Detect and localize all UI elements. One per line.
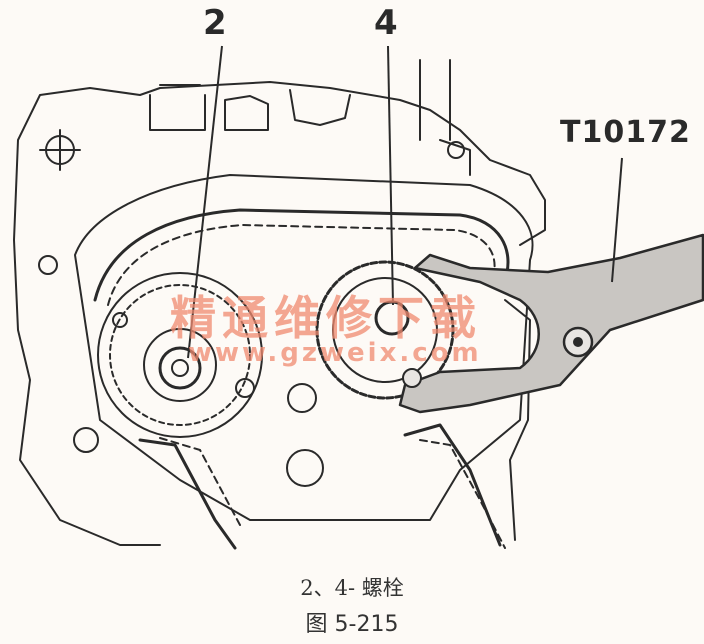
timing-chain-lower-left-inner (159, 437, 241, 526)
left-bolt (38, 255, 58, 275)
cover-hole-2 (286, 449, 324, 487)
timing-chain-lower-right (403, 423, 502, 547)
bolt-2 (158, 346, 202, 390)
tool-pivot-pin-center (573, 337, 583, 347)
timing-chain-upper-inner (107, 224, 496, 306)
top-right-bracket (419, 59, 471, 176)
callout-tool-label: T10172 (560, 115, 691, 150)
cover-hole-1 (287, 383, 317, 413)
left-sprocket-ring (109, 284, 251, 426)
callout-label-2: 2 (203, 3, 227, 43)
watermark-title: 精通维修下载 (170, 291, 482, 345)
leader-line-4 (387, 45, 394, 306)
engine-timing-drawing (13, 45, 704, 550)
leader-line-2 (187, 45, 223, 359)
timing-chain-lower-right-inner (419, 439, 506, 549)
right-chain-guide (504, 299, 531, 541)
caption-legend: 2、4- 螺栓 (300, 576, 404, 600)
caption-figure-number: 图 5-215 (305, 612, 399, 637)
left-sprocket-hole-a (235, 378, 255, 398)
lower-left-bolt (73, 427, 99, 453)
tool-lower-pin (402, 368, 422, 388)
top-cover-detail (149, 84, 351, 131)
right-sprocket-outer (315, 260, 455, 400)
top-bolt (447, 141, 465, 159)
left-sprocket-hole-b (112, 312, 128, 328)
leader-line-tool (611, 157, 623, 283)
timing-chain-lower-left (138, 438, 237, 550)
top-left-stud-bar (39, 129, 81, 171)
right-sprocket-inner (332, 277, 438, 383)
counter-hold-tool (398, 233, 704, 414)
callout-label-4: 4 (374, 3, 398, 43)
engine-block-outline (13, 81, 546, 546)
bolt-2-center (171, 359, 189, 377)
watermark-url: www.gzweix.com (188, 338, 482, 368)
left-sprocket-outer (97, 272, 263, 438)
timing-chain-upper (93, 208, 510, 302)
left-sprocket-hub (143, 328, 217, 402)
